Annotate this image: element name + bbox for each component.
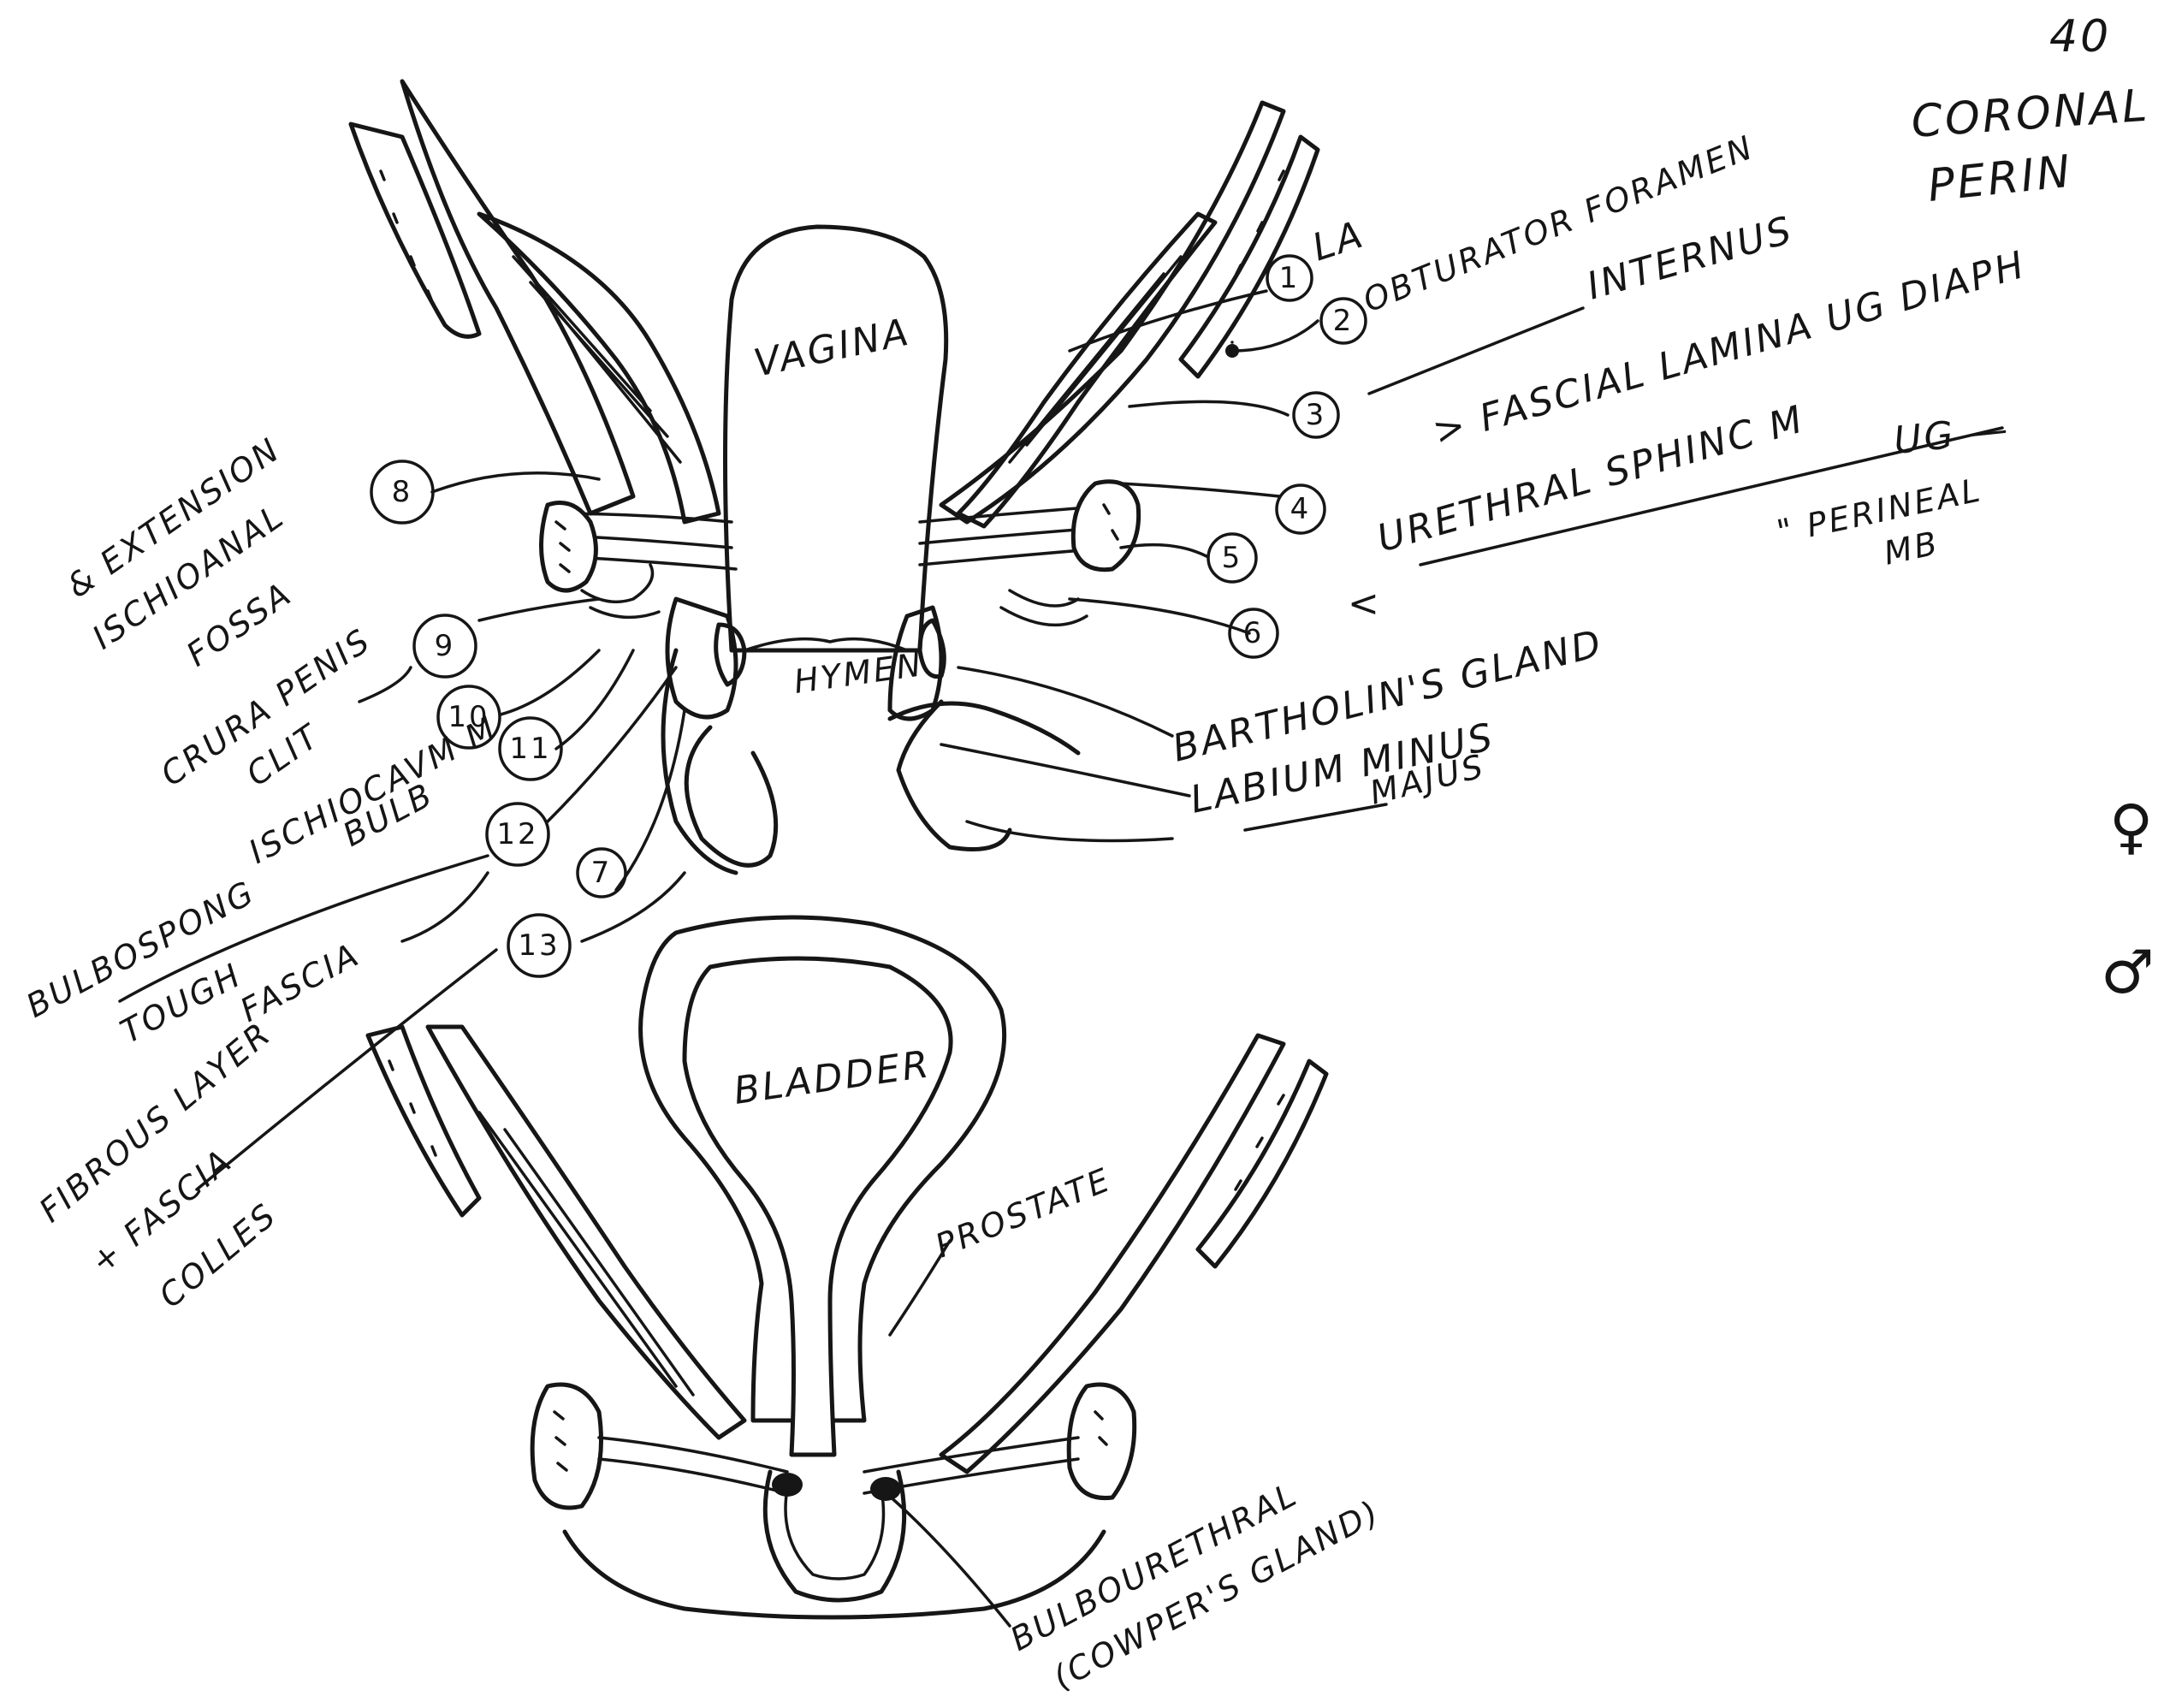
male-symbol: ♂ (2101, 937, 2157, 1007)
marker-11: 11 (500, 718, 561, 780)
svg-text:12: 12 (496, 817, 538, 851)
marker-3: 3 (1294, 393, 1338, 437)
svg-text:7: 7 (591, 856, 613, 890)
page-number: 40 (2049, 11, 2111, 62)
marker-2: 2 (1321, 299, 1366, 343)
label-obturator-foramen: OBTURATOR FORAMEN (1358, 128, 1760, 320)
label-la: LA (1307, 212, 1370, 270)
marker-1: 1 (1267, 256, 1312, 300)
label-perineal-mb-2: MB (1881, 524, 1943, 572)
label-internus: INTERNUS (1582, 208, 1799, 308)
label-prostate: PROSTATE (930, 1160, 1117, 1265)
female-symbol: ♀ (2109, 792, 2155, 862)
male-ug-left (599, 1438, 787, 1493)
marker-8: 8 (371, 461, 433, 523)
right-ischial-tuberosity (1073, 482, 1138, 570)
left-lower-bone (368, 1027, 479, 1215)
page-title-line1: CORONAL (1910, 80, 2151, 148)
svg-text:11: 11 (509, 732, 551, 766)
marker-13: 13 (508, 915, 570, 976)
page-title-line2: PERIN (1925, 146, 2075, 212)
svg-text:2: 2 (1333, 304, 1355, 338)
svg-text:9: 9 (435, 629, 456, 663)
right-crus (1001, 590, 1087, 625)
label-perineal-mb-1: " PERINEAL (1774, 471, 1986, 551)
label-arrow-left: < (1348, 582, 1382, 626)
left-lower-tuberosity (532, 1385, 601, 1508)
svg-text:4: 4 (1290, 492, 1312, 526)
marker-5: 5 (1208, 534, 1256, 582)
svg-text:3: 3 (1306, 398, 1327, 432)
left-upper-muscle (402, 81, 633, 513)
marker-9: 9 (414, 615, 476, 677)
left-upper-bone (351, 124, 479, 336)
right-labium (898, 702, 1010, 850)
marker-12: 12 (487, 804, 548, 865)
male-perineal-membrane (565, 1532, 1104, 1617)
hymen-label: HYMEN (792, 645, 926, 701)
male-diagram: BLADDER (368, 917, 1326, 1617)
marker-6: 6 (1230, 609, 1278, 657)
left-ischial-tuberosity (542, 503, 596, 591)
svg-text:5: 5 (1222, 541, 1243, 575)
label-ug: UG — (1892, 407, 2013, 463)
left-cowper-gland (772, 1473, 803, 1497)
bladder-inner (685, 958, 951, 1455)
svg-text:1: 1 (1279, 261, 1301, 295)
left-labium (686, 727, 775, 865)
svg-text:8: 8 (392, 475, 413, 509)
right-cowper-gland (870, 1477, 901, 1501)
vagina-outline (726, 227, 946, 650)
svg-text:13: 13 (518, 928, 560, 963)
marker-4: 4 (1277, 485, 1325, 533)
marker-7: 7 (578, 849, 626, 897)
left-vestibular-bulb (667, 599, 736, 717)
svg-text:6: 6 (1243, 616, 1265, 650)
